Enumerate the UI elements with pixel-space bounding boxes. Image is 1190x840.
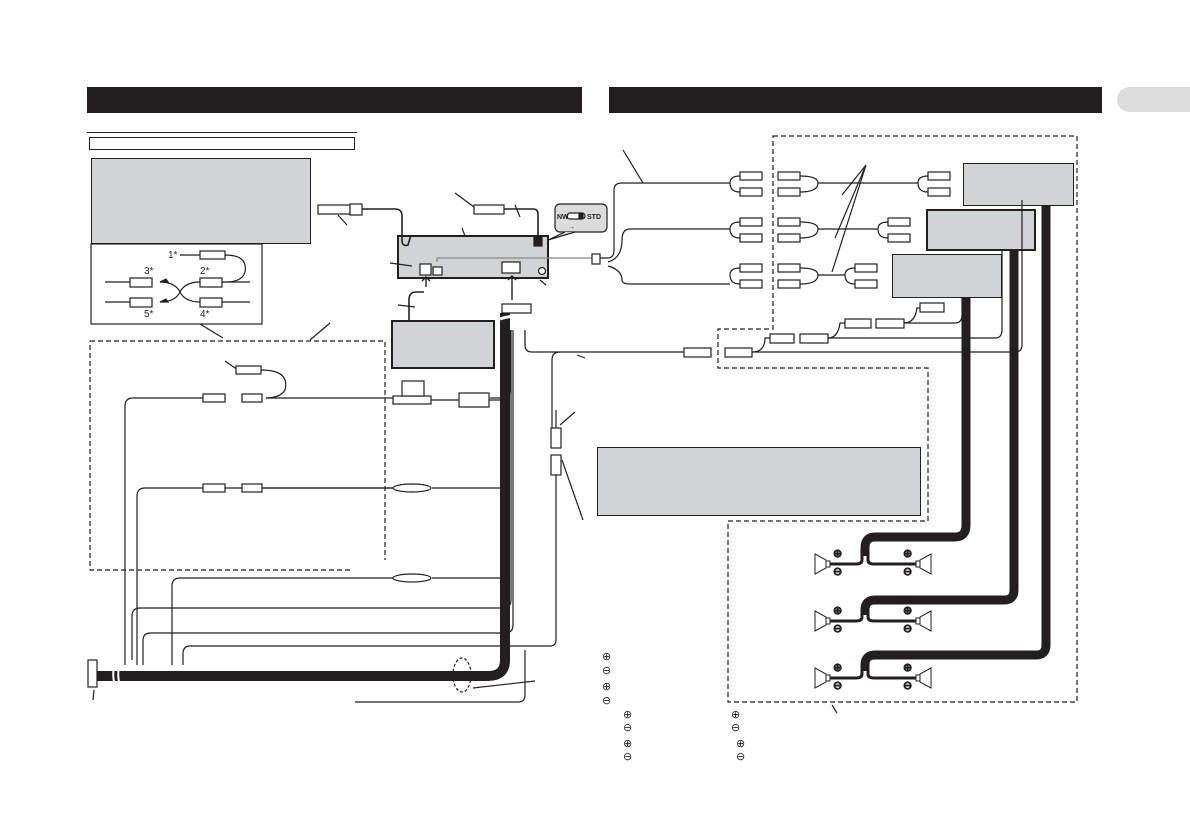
polarity-legend-symbol: ⊖ (623, 750, 632, 763)
rca-pair-2 (729, 217, 911, 243)
speaker-left-icon (814, 553, 827, 575)
subheading-box (89, 137, 355, 150)
plus-terminal-symbol: ⊕ (903, 547, 912, 560)
minus-terminal-symbol: ⊖ (833, 679, 842, 692)
ground-wire-callout (452, 657, 472, 693)
speaker-right-icon (919, 610, 932, 632)
adapter-label-4: 4* (200, 309, 210, 320)
adapter-inset-frame (90, 243, 263, 325)
inline-fuse-1 (392, 483, 432, 493)
adapter-label-5: 5* (144, 309, 154, 320)
adapter-label-1: 1* (168, 250, 178, 261)
inline-filter (458, 392, 490, 408)
side-chapter-tab (1117, 87, 1190, 112)
unit-ground-screw (537, 266, 547, 276)
subheading-rule (87, 132, 357, 133)
minus-terminal-symbol: ⊖ (833, 565, 842, 578)
right-section-header-bar (609, 87, 1102, 113)
plus-terminal-symbol: ⊕ (833, 661, 842, 674)
plus-terminal-symbol: ⊕ (833, 604, 842, 617)
left-section-header-bar (87, 87, 582, 113)
minus-terminal-symbol: ⊖ (903, 679, 912, 692)
right-note-box (597, 447, 921, 516)
polarity-legend-symbol: ⊕ (623, 737, 632, 750)
minus-terminal-symbol: ⊖ (833, 622, 842, 635)
minus-terminal-symbol: ⊖ (903, 565, 912, 578)
main-harness-bundle (90, 313, 510, 681)
plus-terminal-symbol: ⊕ (903, 604, 912, 617)
harness-connector (501, 303, 532, 314)
inline-fuse-2 (392, 573, 432, 583)
speaker-right-icon (919, 667, 932, 689)
speaker-pair-1: ⊕ ⊖ ⊕ ⊖ (814, 547, 932, 579)
polarity-legend-symbol: ⊕ (623, 708, 632, 721)
polarity-legend-symbol: ⊕ (602, 650, 611, 663)
speaker-right-icon (919, 553, 932, 575)
switch-nw-label: NW (557, 214, 569, 221)
unit-port-mid (432, 266, 443, 276)
speaker-wire-front (860, 298, 971, 556)
fuse-holder (392, 395, 432, 405)
speaker-wire-sub (860, 206, 1051, 671)
amplifier-box-2 (926, 209, 1036, 251)
switch-std-label: STD (587, 214, 601, 221)
amplifier-box-3 (892, 254, 1002, 298)
external-device-box (391, 320, 495, 369)
polarity-legend-symbol: ⊕ (731, 708, 740, 721)
polarity-legend-symbol: ⊕ (736, 737, 745, 750)
adapter-label-3: 3* (144, 266, 154, 277)
unit-port-main (501, 261, 521, 274)
adapter-label-2: 2* (200, 266, 210, 277)
left-dashed-region (89, 340, 386, 571)
rca-pair-1 (729, 171, 951, 197)
amplifier-box-1 (963, 163, 1074, 206)
unit-port-left (419, 263, 432, 276)
plus-terminal-symbol: ⊕ (833, 547, 842, 560)
speaker-pair-2: ⊕ ⊖ ⊕ ⊖ (814, 604, 932, 636)
left-note-box (91, 158, 311, 244)
speaker-left-icon (814, 667, 827, 689)
polarity-legend-symbol: ⊖ (602, 664, 611, 677)
polarity-legend-symbol: ⊖ (602, 694, 611, 707)
minus-terminal-symbol: ⊖ (903, 622, 912, 635)
right-dashed-region-top (717, 135, 1078, 703)
switch-arrow: → (568, 224, 575, 231)
top-jack-plug (473, 204, 505, 215)
antenna-plug (317, 204, 351, 215)
rca-pair-3 (729, 263, 878, 289)
speaker-pair-3: ⊕ ⊖ ⊕ ⊖ (814, 661, 932, 693)
speaker-left-icon (814, 610, 827, 632)
speaker-wire-rear (860, 251, 1019, 615)
plus-terminal-symbol: ⊕ (903, 661, 912, 674)
polarity-legend-symbol: ⊖ (623, 721, 632, 734)
polarity-legend-symbol: ⊖ (736, 750, 745, 763)
polarity-legend-symbol: ⊕ (602, 680, 611, 693)
polarity-legend-symbol: ⊖ (731, 721, 740, 734)
